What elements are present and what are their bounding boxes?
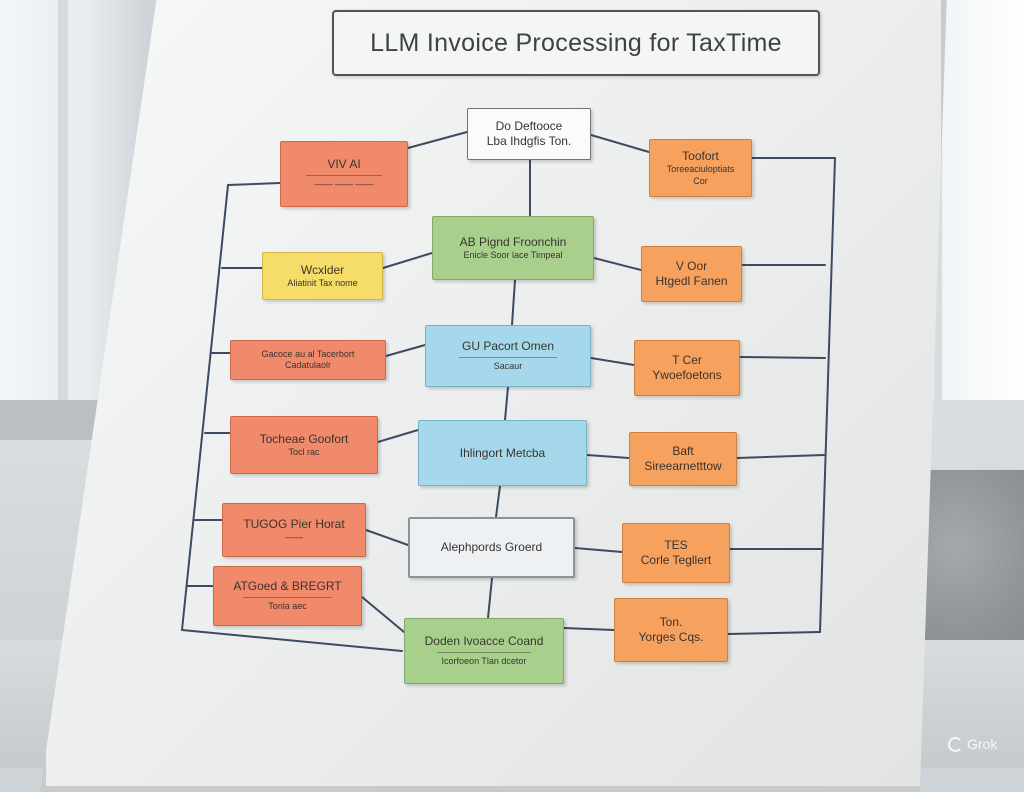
node-left-3-line1: Gacoce au al Tacerbort — [261, 348, 355, 359]
node-right-2-line2: Htgedl Fanen — [655, 274, 728, 288]
node-right-2: V Oor Htgedl Fanen — [641, 246, 742, 302]
node-top: Do Deftooce Lba Ihdgfis Ton. — [467, 108, 591, 160]
node-center-1-line2: Enicle Soor lace Timpeal — [463, 249, 563, 260]
node-center-5-rule — [436, 652, 532, 654]
node-left-4-line1: Tocheae Goofort — [259, 431, 349, 446]
node-center-5-line2: Icorfoeon Tlan dcetor — [441, 656, 527, 667]
node-left-1-line2: —— —— —— — [314, 179, 374, 190]
node-left-4: Tocheae Goofort Tocl rac — [230, 416, 378, 474]
grok-logo-icon — [948, 736, 963, 752]
node-center-3: Ihlingort Metcba — [418, 420, 587, 486]
watermark-text: Grok — [967, 736, 998, 752]
connector-lines — [181, 131, 836, 652]
node-right-1-line2: Toreeaciuloptiats — [666, 164, 735, 175]
node-right-3: T Cer Ywoefoetons — [634, 340, 740, 396]
node-center-4: Alephpords Groerd — [408, 517, 575, 578]
right-trunk-line — [819, 157, 836, 633]
node-left-5-line1: TUGOG Pier Horat — [243, 516, 345, 531]
node-center-2-line1: GU Pacort Omen — [461, 339, 555, 354]
node-center-4-line1: Alephpords Groerd — [440, 540, 543, 554]
node-right-1-line1: Toofort — [682, 149, 719, 164]
background-window-left — [0, 0, 150, 420]
node-center-2-line2: Sacaur — [493, 361, 523, 372]
node-left-6: ATGoed & BREGRT Tonla aec — [213, 566, 362, 626]
node-center-2: GU Pacort Omen Sacaur — [425, 325, 591, 387]
node-left-6-line2: Tonla aec — [268, 601, 307, 612]
node-left-5-line2: —— — [285, 531, 303, 542]
node-left-3: Gacoce au al Tacerbort Cadatulaolr — [230, 340, 386, 380]
node-right-6-line1: Ton. — [659, 615, 683, 629]
node-right-1: Toofort Toreeaciuloptiats Cor — [649, 139, 752, 197]
node-left-1-line1: VIV AI — [327, 157, 361, 172]
node-left-6-rule — [243, 597, 332, 599]
left-trunk-line — [181, 184, 229, 631]
node-center-5: Doden Ivoacce Coand Icorfoeon Tlan dceto… — [404, 618, 564, 684]
node-center-3-line1: Ihlingort Metcba — [459, 445, 546, 460]
node-right-5-line2: Corle Tegllert — [640, 553, 712, 567]
node-left-5: TUGOG Pier Horat —— — [222, 503, 366, 557]
node-right-2-line1: V Oor — [675, 259, 708, 273]
node-top-line2: Lba Ihdgfis Ton. — [486, 134, 572, 148]
node-top-line1: Do Deftooce — [495, 119, 563, 133]
node-left-3-line2: Cadatulaolr — [284, 360, 332, 370]
node-right-5-line1: TES — [664, 538, 688, 552]
diagram-title: LLM Invoice Processing for TaxTime — [370, 28, 782, 57]
node-right-3-line2: Ywoefoetons — [652, 368, 722, 382]
node-right-4-line1: Baft — [672, 444, 694, 458]
node-left-2-line1: Wcxlder — [300, 262, 345, 277]
node-left-1: VIV AI —— —— —— — [280, 141, 408, 207]
watermark: Grok — [948, 736, 997, 752]
node-left-4-line2: Tocl rac — [288, 446, 320, 457]
node-center-5-line1: Doden Ivoacce Coand — [424, 634, 544, 649]
node-right-5: TES Corle Tegllert — [622, 523, 730, 583]
node-right-3-line1: T Cer — [672, 353, 702, 367]
node-left-2-line2: Aliatinit Tax nome — [287, 277, 358, 288]
node-left-2: Wcxlder Aliatinit Tax nome — [262, 252, 383, 300]
diagram-title-box: LLM Invoice Processing for TaxTime — [332, 10, 820, 76]
node-left-1-rule — [306, 175, 382, 177]
node-right-4-line2: Sireearnetttow — [644, 459, 722, 473]
node-left-6-line1: ATGoed & BREGRT — [233, 579, 342, 594]
node-right-1-line3: Cor — [693, 175, 708, 186]
node-center-1-line1: AB Pignd Froonchin — [459, 234, 567, 249]
node-center-1: AB Pignd Froonchin Enicle Soor lace Timp… — [432, 216, 594, 280]
node-center-2-rule — [458, 357, 558, 359]
node-right-6: Ton. Yorges Cqs. — [614, 598, 728, 662]
node-right-6-line2: Yorges Cqs. — [638, 630, 704, 644]
node-right-4: Baft Sireearnetttow — [629, 432, 737, 486]
